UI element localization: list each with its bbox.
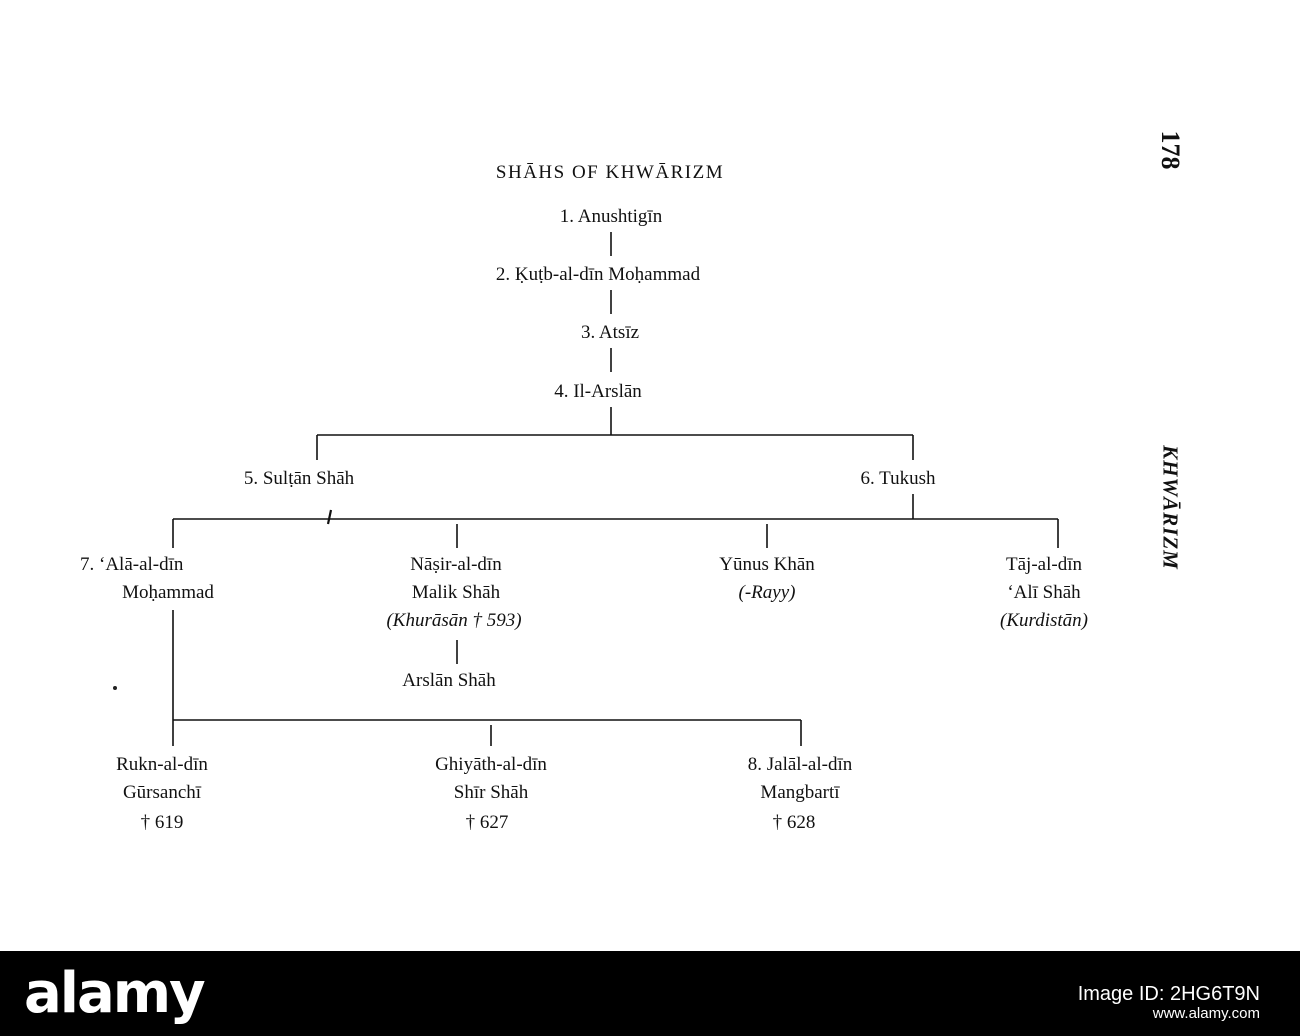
node-arslan-shah: Arslān Shāh	[402, 670, 496, 691]
node-line: Tāj-al-dīn	[1006, 554, 1082, 575]
node-line: † 628	[772, 812, 816, 833]
node-atsiz: 3. Atsīz	[580, 322, 640, 343]
node-line-text: (Khurāsān † 593)	[386, 610, 522, 631]
node-il-arslan: 4. Il-Arslān	[554, 381, 642, 402]
node-sultan-shah: 5. Sulṭān Shāh	[243, 468, 355, 489]
node-line: Moḥammad	[122, 582, 214, 603]
watermark-footer: alamy Image ID: 2HG6T9N www.alamy.com	[0, 951, 1300, 1036]
stray-mark	[326, 509, 333, 525]
site-url: www.alamy.com	[1152, 1005, 1260, 1022]
node-line-italic: (Khurāsān † 593)	[386, 608, 521, 634]
node-line: 8. Jalāl-al-dīn	[747, 754, 853, 775]
node-line-italic: (-Rayy)	[739, 580, 796, 606]
ink-speck	[113, 686, 117, 690]
node-line: Ghiyāth-al-dīn	[435, 754, 547, 775]
node-kutb-al-din-mohammad: 2. Ḳuṭb-al-dīn Moḥammad	[495, 264, 701, 285]
node-tukush: 6. Tukush	[860, 468, 936, 489]
node-anushtigin: 1. Anushtigīn	[559, 206, 663, 227]
node-line-italic: (Kurdistān)	[1000, 608, 1088, 634]
page-number: 178	[1156, 130, 1185, 170]
running-head: KHWĀRIZM	[1158, 445, 1183, 570]
node-line: Gūrsanchī	[122, 782, 202, 803]
book-page: 178 KHWĀRIZM SHĀHS OF KHWĀRIZM 1. Anusht…	[80, 130, 1185, 833]
node-line: Yūnus Khān	[719, 554, 815, 575]
node-line: 7. ‘Alā-al-dīn	[80, 554, 184, 575]
node-line: Nāṣir-al-dīn	[410, 554, 502, 575]
node-line: ‘Alī Shāh	[1007, 582, 1081, 603]
node-line: † 627	[465, 812, 509, 833]
tree-connector-lines	[172, 232, 1059, 746]
node-line-text: (Kurdistān)	[1000, 610, 1088, 631]
image-id: Image ID: 2HG6T9N	[1077, 983, 1260, 1005]
page-title: SHĀHS OF KHWĀRIZM	[495, 162, 725, 183]
node-line: Malik Shāh	[411, 582, 501, 603]
node-line-text: (-Rayy)	[738, 582, 796, 603]
node-line: Shīr Shāh	[453, 782, 529, 803]
node-line: † 619	[140, 812, 184, 833]
brand-logo: alamy	[24, 961, 206, 1026]
node-line: Mangbartī	[760, 782, 840, 803]
node-line: Rukn-al-dīn	[116, 754, 208, 775]
